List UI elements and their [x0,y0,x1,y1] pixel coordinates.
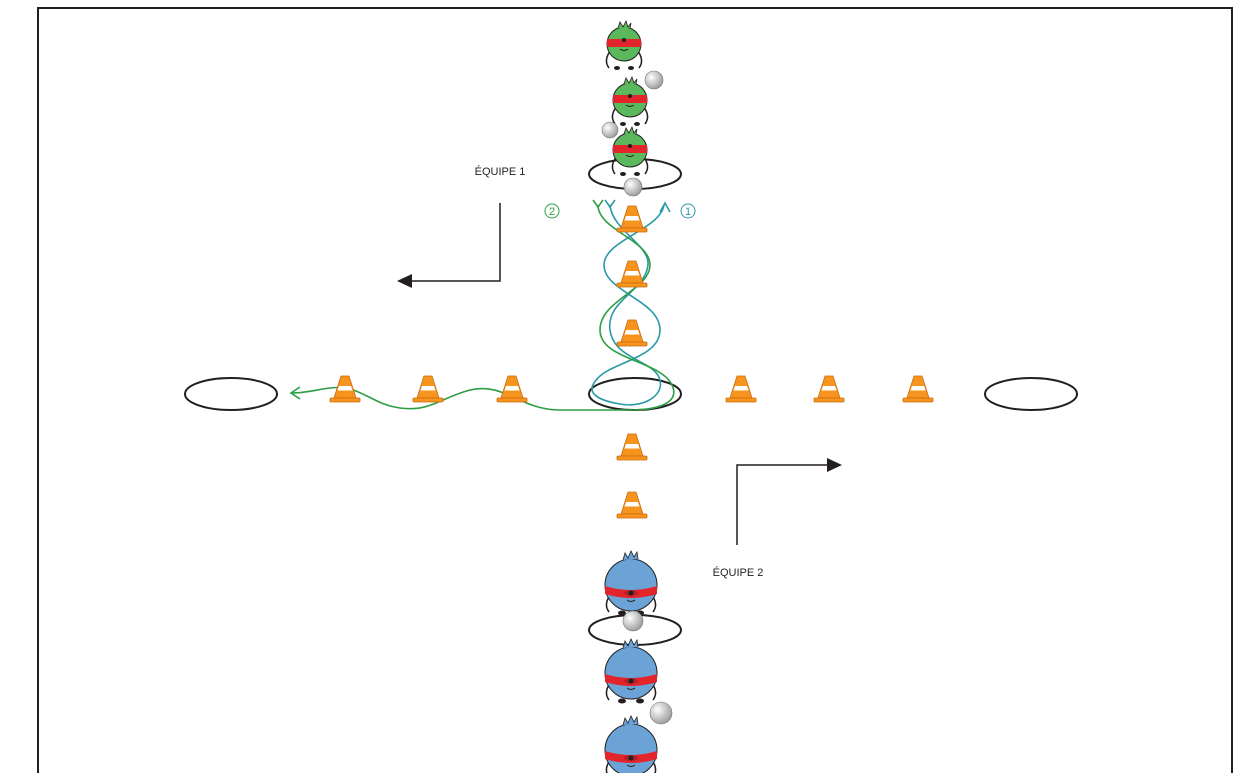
arrow-icon [592,199,604,209]
cone-icon [902,375,934,403]
path-1-marker-label: 1 [685,206,691,218]
ball-icon [644,70,664,90]
arrow-icon [659,201,671,213]
player-icon [604,638,658,705]
cone-icon [616,319,648,347]
cone-icon [725,375,757,403]
team-1-arrow-icon [397,203,501,288]
ball-icon [622,610,644,632]
player-icon [611,76,649,127]
ball-icon [649,701,673,725]
path-1-marker [680,203,696,219]
player-icon [605,20,643,71]
ball-icon [623,177,643,197]
path-1-route [591,204,665,406]
team-1-label: ÉQUIPE 1 [475,165,526,178]
player-icon [604,550,658,617]
hoop-icon [184,377,278,411]
ball-icon [601,121,619,139]
cone-icon [616,491,648,519]
arrow-icon [289,386,301,400]
path-2-marker-label: 2 [549,206,555,218]
team-2-label: ÉQUIPE 2 [713,566,764,579]
cone-icon [496,375,528,403]
cone-icon [616,205,648,233]
cone-icon [616,433,648,461]
cone-icon [813,375,845,403]
cone-icon [329,375,361,403]
field-frame [37,7,1233,773]
arrow-icon [604,199,616,209]
player-icon [604,715,658,773]
hoop-icon [984,377,1078,411]
path-2-marker [544,203,560,219]
cone-icon [412,375,444,403]
player-icon [611,126,649,177]
team-2-arrow-icon [736,458,842,545]
cone-icon [616,260,648,288]
